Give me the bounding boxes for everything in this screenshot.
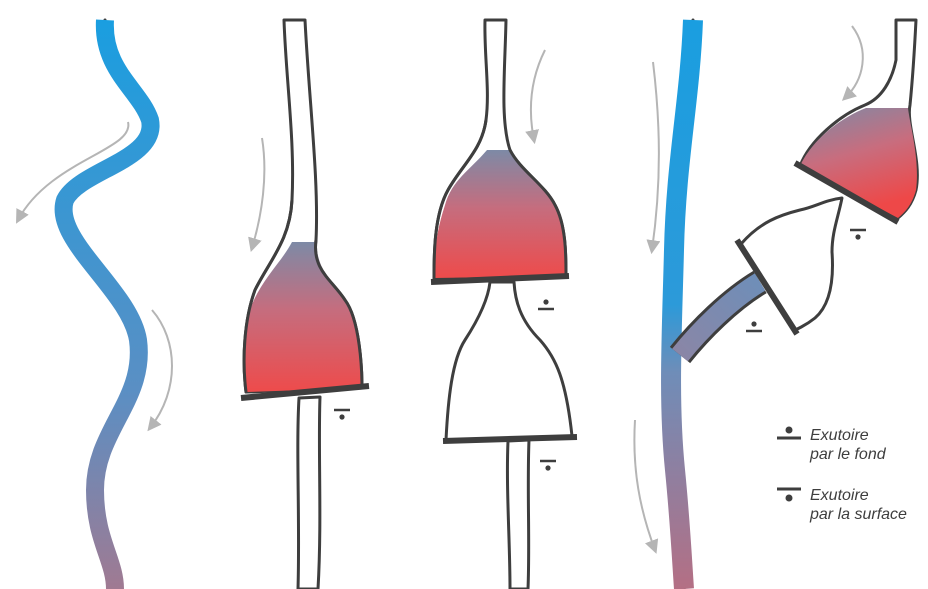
flow-arrow (634, 420, 655, 550)
reservoir (446, 282, 572, 440)
legend-bottom-outlet-line1: Exutoire (810, 427, 869, 444)
flow-arrow (652, 62, 659, 250)
flow-arrow (252, 138, 264, 248)
legend-bottom-outlet: Exutoire par le fond (777, 427, 887, 464)
legend-bottom-outlet-line2: par le fond (809, 446, 887, 463)
panel-single-dam (241, 20, 369, 589)
reservoir (741, 198, 842, 330)
reservoir (244, 242, 362, 392)
surface-outlet-symbol (540, 461, 556, 471)
tributary-branch-water (680, 282, 760, 355)
flow-arrow (531, 50, 545, 140)
panel-tributary-dams (634, 20, 917, 589)
legend-surface-outlet-line1: Exutoire (810, 487, 869, 504)
downstream-river (507, 440, 529, 589)
surface-outlet-symbol (777, 489, 801, 502)
surface-outlet-symbol (334, 410, 350, 420)
surface-outlet-symbol (850, 230, 866, 240)
flow-arrow (150, 310, 172, 428)
legend-surface-outlet: Exutoire par la surface (777, 487, 907, 523)
river-water (64, 20, 151, 589)
downstream-river (298, 397, 320, 589)
main-river-water (671, 20, 693, 589)
flow-arrow (845, 26, 863, 98)
bottom-outlet-symbol (777, 427, 801, 439)
panel-cascade-dams (431, 20, 577, 589)
legend-surface-outlet-line2: par la surface (809, 506, 907, 523)
reservoir (434, 150, 566, 278)
legend: Exutoire par le fond Exutoire par la sur… (777, 427, 907, 524)
panel-free-river (18, 20, 172, 589)
bottom-outlet-symbol (746, 321, 762, 331)
bottom-outlet-symbol (538, 299, 554, 309)
